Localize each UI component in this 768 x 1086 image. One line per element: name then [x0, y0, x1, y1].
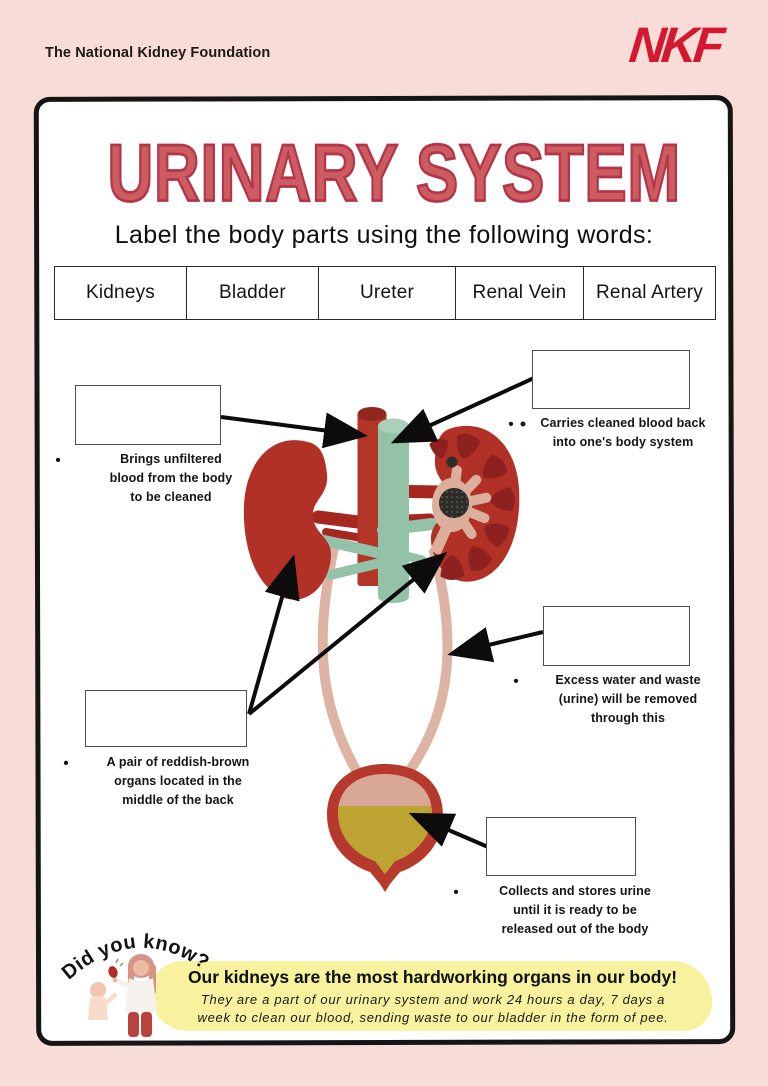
bullet-dot: • [513, 673, 519, 690]
arrow-bladder [408, 812, 489, 849]
did-you-know-figures [88, 954, 157, 1037]
fact-italic-text: They are a part of our urinary system an… [197, 992, 669, 1025]
arrow-renal-vein [390, 376, 535, 444]
description-renal-vein: • Carries cleaned blood back into one's … [503, 414, 721, 452]
pointer-arrows [220, 376, 544, 849]
arrow-ureter [447, 627, 544, 663]
description-text: Collects and stores urine until it is re… [499, 884, 651, 936]
description-kidneys: • A pair of reddish-brown organs located… [58, 753, 276, 809]
answer-box-kidneys[interactable] [85, 690, 247, 747]
speck-dot [520, 421, 526, 427]
bladder [327, 764, 443, 892]
kid-figure [88, 982, 118, 1020]
fact-bold-text: Our kidneys are the most hardworking org… [187, 967, 678, 987]
word-bank-bladder: Bladder [187, 267, 319, 319]
small-dark-dot [446, 456, 458, 468]
woman-figure [108, 954, 157, 1037]
arrow-renal-artery [220, 412, 368, 449]
description-renal-artery: • Brings unfiltered blood from the body … [50, 450, 270, 506]
description-bladder: • Collects and stores urine until it is … [448, 882, 680, 938]
instruction-text: Label the body parts using the following… [114, 221, 654, 249]
word-bank-kidneys: Kidneys [55, 267, 187, 319]
answer-box-renal-vein[interactable] [532, 350, 690, 409]
description-ureter: • Excess water and waste (urine) will be… [508, 671, 726, 727]
word-bank-renal-vein: Renal Vein [456, 267, 584, 319]
bullet-dot: • [55, 452, 61, 469]
bullet-dot: • [63, 755, 69, 772]
vena-cava-renal-vein [378, 418, 409, 603]
answer-box-ureter[interactable] [543, 606, 690, 666]
bullet-dot: • [453, 884, 459, 901]
bullet-dot: • [508, 416, 514, 433]
fact-highlight [150, 961, 712, 1031]
arrow-kidney-right [247, 551, 448, 716]
page-title: URINARY SYSTEM [106, 126, 681, 220]
answer-box-renal-artery[interactable] [75, 385, 221, 445]
description-text: Carries cleaned blood back into one's bo… [540, 416, 706, 449]
ureter-left [317, 543, 361, 775]
ureter-right [405, 547, 453, 775]
org-name: The National Kidney Foundation [45, 45, 271, 61]
kidney-right-cross-section [429, 425, 520, 582]
arrow-kidney-left [247, 554, 300, 715]
answer-box-bladder[interactable] [486, 817, 636, 876]
description-text: A pair of reddish-brown organs located i… [106, 755, 250, 807]
word-bank-renal-artery: Renal Artery [596, 282, 703, 303]
word-bank: Kidneys Bladder Ureter Renal Vein Renal … [54, 266, 716, 320]
description-text: Brings unfiltered blood from the body to… [109, 452, 233, 504]
held-kidney [108, 966, 118, 978]
word-bank-ureter: Ureter [319, 267, 456, 319]
description-text: Excess water and waste (urine) will be r… [555, 673, 701, 725]
renal-hilum-texture [439, 488, 469, 518]
